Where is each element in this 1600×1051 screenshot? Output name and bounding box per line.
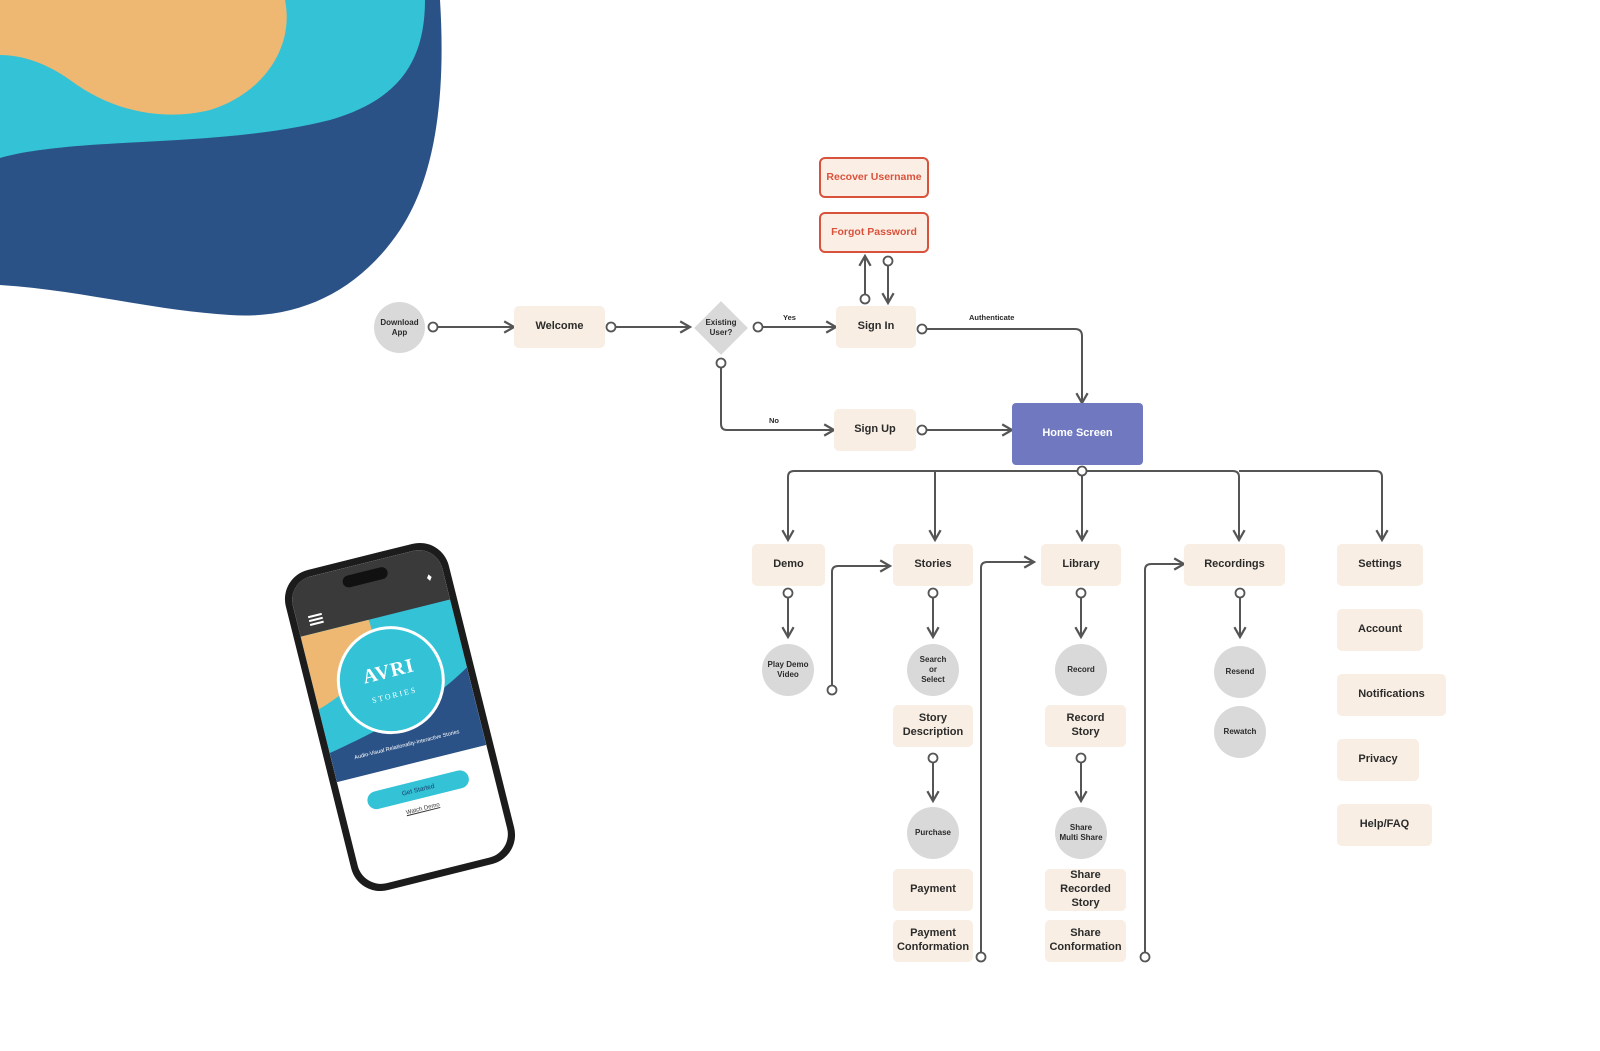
node-recordings: Recordings: [1184, 544, 1285, 586]
node-privacy: Privacy: [1337, 739, 1419, 781]
node-account: Account: [1337, 609, 1423, 651]
node-stories: Stories: [893, 544, 973, 586]
port-welcome: [605, 321, 617, 333]
edge-home-settings: [1239, 470, 1389, 543]
edge-demo-stories-loop: [831, 559, 893, 690]
port-forgot-down: [882, 255, 894, 267]
edge-label-authenticate: Authenticate: [969, 313, 1015, 322]
port-demo-loop: [826, 684, 838, 696]
node-payment: Payment: [893, 869, 973, 911]
edge-decision-signup-no: [720, 363, 837, 437]
bell-icon[interactable]: ♦: [425, 571, 434, 585]
node-resend: Resend: [1214, 646, 1266, 698]
node-recover-username: Recover Username: [819, 157, 929, 198]
edge-signin-home-authenticate: [922, 328, 1089, 406]
edge-label-yes: Yes: [783, 313, 796, 322]
port-stories: [927, 587, 939, 599]
node-settings: Settings: [1337, 544, 1423, 586]
edge-label-no: No: [769, 416, 779, 425]
node-sign-up: Sign Up: [834, 409, 916, 451]
node-search-or-select: Search or Select: [907, 644, 959, 696]
phone-mockup: ♦ AVRI STORIES Audio-Visual Relationalit…: [278, 536, 522, 898]
node-forgot-password: Forgot Password: [819, 212, 929, 253]
node-payment-conformation: Payment Conformation: [893, 920, 973, 962]
node-home-screen: Home Screen: [1012, 403, 1143, 465]
port-download: [427, 321, 439, 333]
port-demo: [782, 587, 794, 599]
decorative-blob: [0, 0, 442, 316]
node-play-demo-video: Play Demo Video: [762, 644, 814, 696]
hamburger-menu-icon[interactable]: [307, 611, 324, 628]
node-sign-in: Sign In: [836, 306, 916, 348]
node-share-multi-share: Share Multi Share: [1055, 807, 1107, 859]
logo-subtitle: STORIES: [370, 685, 419, 706]
node-demo: Demo: [752, 544, 825, 586]
get-started-button[interactable]: Get Started: [365, 768, 471, 812]
edge-home-recordings: [1082, 470, 1246, 543]
node-share-conformation: Share Conformation: [1045, 920, 1126, 962]
port-signup-right: [916, 424, 928, 436]
node-rewatch: Rewatch: [1214, 706, 1266, 758]
port-signin-up: [859, 293, 871, 305]
node-library: Library: [1041, 544, 1121, 586]
node-notifications: Notifications: [1337, 674, 1446, 716]
node-record-story: Record Story: [1045, 705, 1126, 747]
port-share-loop: [1139, 951, 1151, 963]
port-recordstory: [1075, 752, 1087, 764]
phone-screen: ♦ AVRI STORIES Audio-Visual Relationalit…: [287, 545, 513, 889]
port-home-bottom: [1076, 465, 1088, 477]
node-download-app: Download App: [374, 302, 425, 353]
port-decision-bottom: [715, 357, 727, 369]
node-existing-user-decision: Existing User?: [690, 298, 752, 358]
port-library: [1075, 587, 1087, 599]
port-description: [927, 752, 939, 764]
node-share-recorded-story: Share Recorded Story: [1045, 869, 1126, 911]
node-welcome: Welcome: [514, 306, 605, 348]
logo-name: AVRI: [360, 654, 417, 689]
port-recordings: [1234, 587, 1246, 599]
decision-label: Existing User?: [705, 318, 737, 337]
port-signin-right: [916, 323, 928, 335]
phone-notch: [341, 565, 389, 589]
node-story-description: Story Description: [893, 705, 973, 747]
port-decision-right: [752, 321, 764, 333]
edge-home-demo: [781, 470, 1082, 543]
port-payment-loop: [975, 951, 987, 963]
edge-share-recordings-loop: [1144, 557, 1187, 957]
node-help-faq: Help/FAQ: [1337, 804, 1432, 846]
node-purchase: Purchase: [907, 807, 959, 859]
blob-sand-layer: [0, 0, 287, 115]
node-record: Record: [1055, 644, 1107, 696]
edge-payment-library-loop: [980, 555, 1037, 957]
